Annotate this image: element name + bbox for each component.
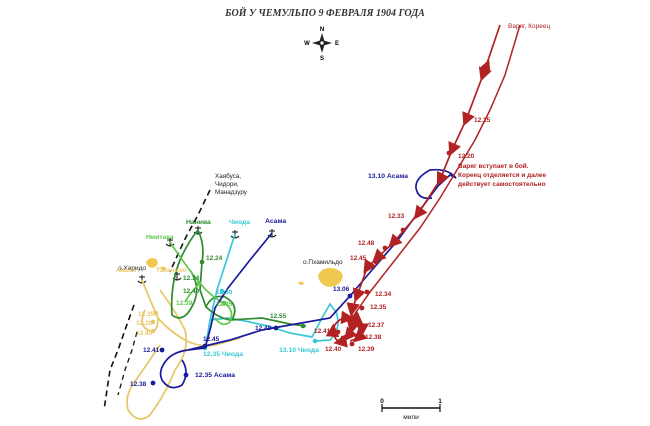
niitaka-time-1239: 12.39: [176, 300, 193, 307]
asama-time-1248: 12.48: [255, 325, 272, 332]
varyag-time-1237: 12.37: [368, 322, 385, 329]
compass-w: W: [304, 41, 310, 47]
asama-1310-label: 13.10 Асама: [368, 173, 408, 180]
varyag-time-1239: 12.39: [358, 346, 375, 353]
varyag-track: [325, 24, 501, 348]
destroyer-group-track: [103, 189, 211, 411]
map-title: БОЙ У ЧЕМУЛЬПО 9 ФЕВРАЛЯ 1904 ГОДА: [224, 7, 425, 19]
asama-point: [202, 343, 208, 349]
compass-rose-icon: N S W E: [304, 27, 339, 62]
asama-point: [183, 372, 189, 378]
ships-group-label-1: Хаябуса,: [215, 172, 241, 180]
niitaka-time-1234: 12.34: [183, 275, 200, 282]
asama-time-1306: 13.06: [333, 286, 350, 293]
chioda-1310-label: 13.10 Чиода: [279, 347, 319, 354]
ships-group-label-2: Чидори,: [215, 181, 239, 188]
island-phamildo-label: о.Пхамильдо: [303, 259, 343, 266]
island-harido: [146, 258, 166, 270]
akashi-time-1240: 12.40: [136, 330, 153, 337]
chioda-time-1230: 12.30: [216, 289, 233, 296]
akashi-label: Акаси: [116, 267, 136, 274]
varyag-enters-line-1: Варяг вступает в бой.: [458, 162, 529, 170]
varyag-koreets-label: Варяг, Кореец: [508, 23, 550, 30]
varyag-time-1220: 12.20: [458, 153, 475, 160]
destroyer-group-track-2: [117, 331, 138, 396]
scale-unit: мили: [403, 414, 419, 421]
akashi-point: [150, 319, 156, 325]
naniva-time-1224: 12.24: [206, 255, 223, 262]
niitaka-point: [221, 300, 227, 306]
compass-s: S: [320, 56, 324, 62]
naniva-label: Нанива: [186, 219, 211, 226]
akashi-point: [153, 310, 159, 316]
chioda-point: [219, 288, 225, 294]
scale-start: 0: [380, 398, 384, 405]
scale-bar: 0 1 мили: [380, 398, 442, 421]
niitaka-time-1240: 12.40: [183, 288, 200, 295]
varyag-time-1215: 12.15: [474, 117, 491, 124]
asama-time-1245: 12.45: [203, 336, 220, 343]
asama-label: Асама: [265, 218, 286, 225]
ships-group-label-3: Манадзуру: [215, 189, 248, 196]
naniva-track: [170, 229, 307, 327]
chioda-1235-label: 12.35 Чиода: [203, 351, 243, 358]
asama-time-1241: 12.41: [143, 347, 160, 354]
varyag-time-1241: 12.41: [314, 328, 331, 335]
asama-point: [347, 293, 353, 299]
asama-1235-label: 12.35 Асама: [195, 372, 235, 379]
akashi-time-1235: 12.35: [138, 311, 155, 318]
asama-point: [150, 380, 156, 386]
akashi-point: [150, 328, 156, 334]
asama-point: [273, 325, 279, 331]
naniva-time-1255: 12.55: [270, 313, 287, 320]
takachiho-label: Такачихо: [156, 267, 187, 274]
scale-end: 1: [438, 398, 442, 405]
compass-e: E: [335, 41, 339, 47]
naniva-point: [300, 323, 306, 329]
varyag-return-track: [351, 24, 521, 319]
varyag-arrow: [479, 59, 491, 76]
naniva-point: [199, 259, 205, 265]
varyag-time-1248: 12.48: [358, 240, 375, 247]
varyag-time-1240: 12.40: [325, 346, 342, 353]
varyag-time-1235: 12.35: [370, 304, 387, 311]
akashi-time-1220: 12.20: [136, 320, 153, 327]
varyag-time-1245: 12.45: [350, 255, 367, 262]
varyag-enters-line-2: Кореец отделяется и далее: [458, 172, 547, 179]
island-phamildo: [298, 267, 343, 287]
chioda-label: Чиода: [229, 219, 250, 226]
varyag-enters-line-3: действует самостоятельно: [458, 180, 546, 188]
varyag-time-1233: 12.33: [388, 213, 405, 220]
varyag-points: [335, 117, 469, 347]
compass-n: N: [320, 27, 324, 33]
island-harido-label: о.Харидо: [118, 265, 146, 272]
chioda-point: [312, 338, 318, 344]
asama-time-1238: 12.38: [130, 381, 147, 388]
varyag-time-1234: 12.34: [375, 291, 392, 298]
asama-point: [159, 347, 165, 353]
varyag-time-1238: 12.38: [365, 334, 382, 341]
niitaka-point: [196, 280, 202, 286]
niitaka-time-1245: 12.45: [216, 301, 233, 308]
niitaka-label: Ниитака: [146, 234, 174, 241]
